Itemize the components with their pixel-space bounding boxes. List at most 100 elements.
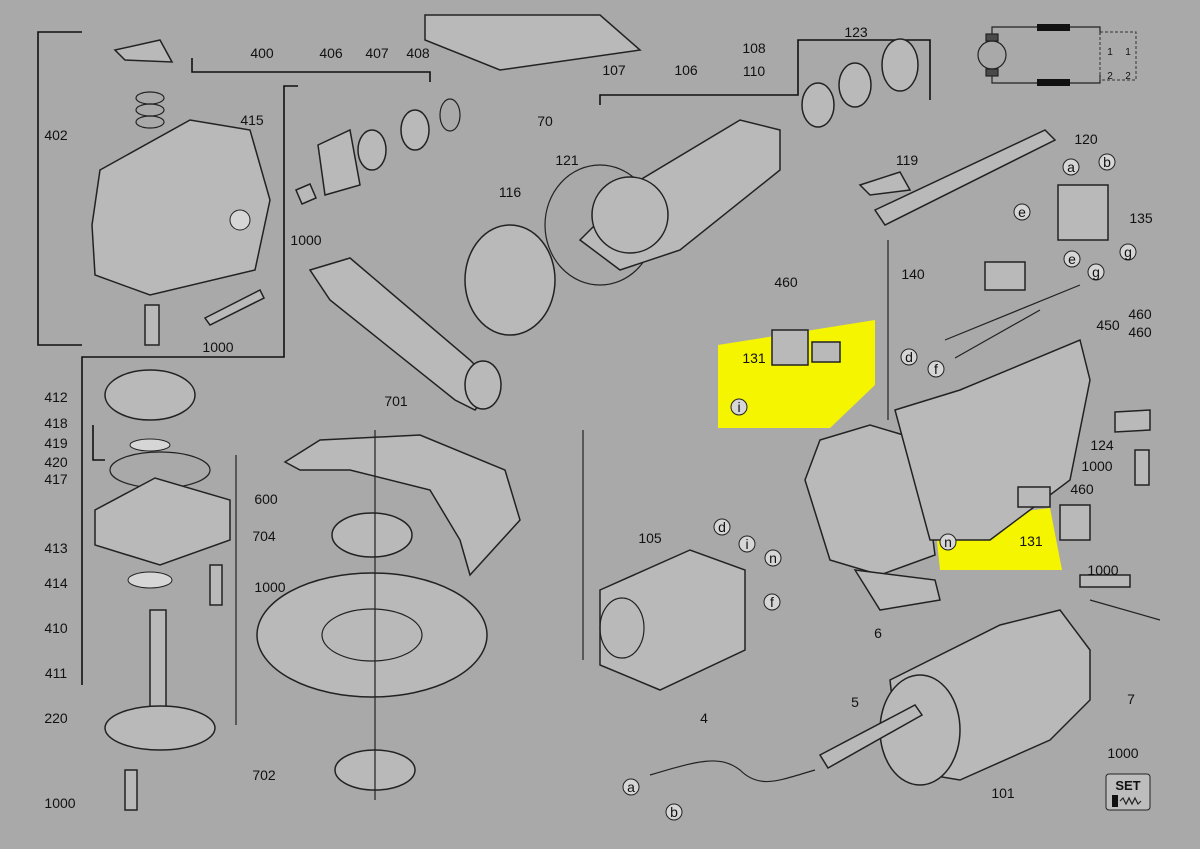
wire-callout-label: e xyxy=(1018,204,1026,220)
wire-callout-label: b xyxy=(1103,154,1111,170)
part-number-label: 460 xyxy=(1128,306,1152,322)
callout-circle xyxy=(763,593,781,611)
part-number-label: 107 xyxy=(602,62,626,78)
wire-callout-label: d xyxy=(718,519,726,535)
circuit-diagram-icon: 1 1 2 2 xyxy=(977,24,1137,86)
wire-callout-label: a xyxy=(627,779,635,795)
wire-callout-label: e xyxy=(1068,251,1076,267)
part-number-label: 1000 xyxy=(1081,458,1112,474)
callout-circle xyxy=(1063,250,1081,268)
contact-label: 2 xyxy=(1125,71,1131,82)
callout-circle xyxy=(939,533,957,551)
part-number-label: 413 xyxy=(44,540,68,556)
wire-callout-label: f xyxy=(934,361,938,377)
part-number-label: 450 xyxy=(1096,317,1120,333)
part-number-label: 411 xyxy=(45,665,68,681)
rear-housing-and-cable xyxy=(649,574,1161,786)
callout-circle xyxy=(738,535,756,553)
part-number-label: 101 xyxy=(991,785,1015,801)
gear-head-assembly xyxy=(91,39,502,411)
part-number-label: 414 xyxy=(44,575,68,591)
wire-callout-label: n xyxy=(944,534,952,550)
part-number-label: 1000 xyxy=(1107,745,1138,761)
callout-circle xyxy=(1087,263,1105,281)
part-number-label: 123 xyxy=(844,24,868,40)
part-number-label: 412 xyxy=(44,389,68,405)
part-number-label: 419 xyxy=(44,435,68,451)
stator xyxy=(599,549,746,691)
part-number-label: 460 xyxy=(1070,481,1094,497)
callout-circle xyxy=(622,778,640,796)
callout-circle xyxy=(1119,243,1137,261)
callout-circle xyxy=(764,549,782,567)
part-number-label: 1000 xyxy=(290,232,321,248)
part-number-label: 135 xyxy=(1129,210,1153,226)
part-number-label: 418 xyxy=(44,415,68,431)
callout-circle xyxy=(1062,158,1080,176)
wire-callout-label: g xyxy=(1092,264,1100,280)
part-number-label: 407 xyxy=(365,45,389,61)
part-number-label: 220 xyxy=(44,710,68,726)
part-number-label: 408 xyxy=(406,45,430,61)
motor-housing xyxy=(771,329,1151,611)
part-number-label: 1000 xyxy=(254,579,285,595)
callout-circle xyxy=(1098,153,1116,171)
wire-callout-label: f xyxy=(770,594,774,610)
part-number-label: 420 xyxy=(44,454,68,470)
wire-callout-label: g xyxy=(1124,244,1132,260)
part-number-label: 7 xyxy=(1127,691,1135,707)
wire-callout-label: n xyxy=(769,550,777,566)
wire-callout-label: a xyxy=(1067,159,1075,175)
part-number-label: 120 xyxy=(1074,131,1098,147)
part-number-label: 600 xyxy=(254,491,278,507)
spindle-assembly xyxy=(94,369,231,811)
part-number-label: 140 xyxy=(901,266,925,282)
part-number-label: 406 xyxy=(319,45,343,61)
guard-and-disc xyxy=(256,430,521,800)
part-number-label: 70 xyxy=(537,113,553,129)
part-number-label: 131 xyxy=(1019,533,1043,549)
wire-callout-label: i xyxy=(745,536,748,552)
part-number-label: 110 xyxy=(743,63,766,79)
wire-callout-label: d xyxy=(905,349,913,365)
contact-label: 1 xyxy=(1107,47,1113,58)
part-number-label: 108 xyxy=(742,40,766,56)
part-number-label: 6 xyxy=(874,625,882,641)
part-number-label: 121 xyxy=(555,152,579,168)
part-number-label: 1000 xyxy=(202,339,233,355)
part-number-label: 460 xyxy=(774,274,798,290)
callout-circle xyxy=(900,348,918,366)
part-number-label: 1000 xyxy=(1087,562,1118,578)
part-number-label: 5 xyxy=(851,694,859,710)
part-number-label: 106 xyxy=(674,62,698,78)
callout-circle xyxy=(713,518,731,536)
part-number-label: 415 xyxy=(240,112,264,128)
callout-circle xyxy=(927,360,945,378)
part-number-label: 4 xyxy=(700,710,708,726)
callout-circle xyxy=(1013,203,1031,221)
group-brackets xyxy=(37,31,931,725)
set-box-icon: SET xyxy=(1105,773,1151,811)
part-number-label: 105 xyxy=(638,530,662,546)
wire-callout-label: b xyxy=(670,804,678,820)
contact-label: 1 xyxy=(1125,47,1131,58)
part-number-label: 124 xyxy=(1090,437,1114,453)
part-number-label: 460 xyxy=(1128,324,1152,340)
contact-label: 2 xyxy=(1107,71,1113,82)
part-number-label: 704 xyxy=(252,528,276,544)
callout-circle xyxy=(730,398,748,416)
part-number-label: 417 xyxy=(44,471,68,487)
part-number-label: 701 xyxy=(384,393,408,409)
part-number-label: 1000 xyxy=(44,795,75,811)
callout-circle xyxy=(665,803,683,821)
wire-callout-label: i xyxy=(737,399,740,415)
part-number-label: 402 xyxy=(44,127,68,143)
part-number-label: 400 xyxy=(250,45,274,61)
set-label: SET xyxy=(1115,778,1140,793)
switch-assembly xyxy=(944,184,1109,359)
part-number-label: 119 xyxy=(896,152,919,168)
part-number-label: 131 xyxy=(742,350,766,366)
